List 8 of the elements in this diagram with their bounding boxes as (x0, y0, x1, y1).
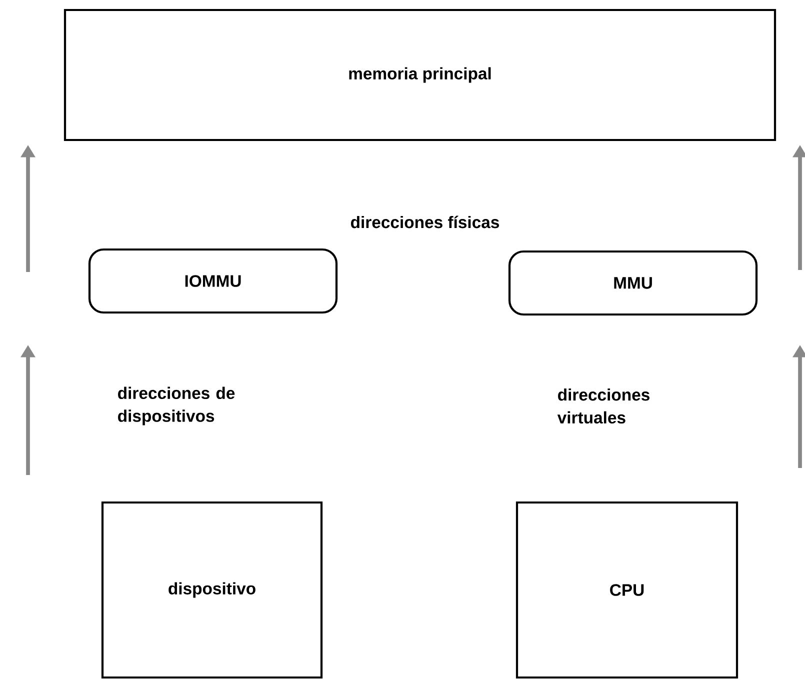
box: dispositivo (101, 501, 323, 679)
rounded-box: IOMMU (88, 248, 338, 314)
box: memoria principal (64, 8, 776, 142)
label: direcciones virtuales (557, 388, 650, 424)
rounded-box: MMU (508, 250, 758, 316)
label: direcciones físicas (351, 216, 499, 228)
box: CPU (516, 501, 738, 679)
label: direcciones de dispositivos (118, 386, 235, 426)
